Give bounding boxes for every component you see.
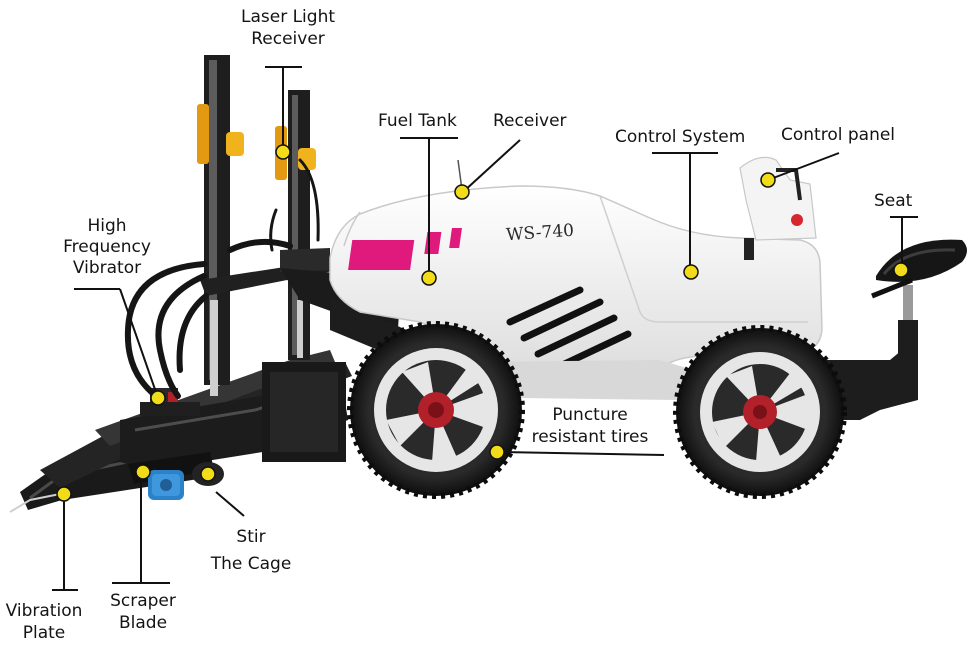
marker-vibration-plate	[56, 486, 72, 502]
label-laser-light-receiver: Laser Light Receiver	[240, 7, 336, 49]
marker-tires	[489, 444, 505, 460]
blue-motor	[148, 470, 184, 500]
marker-stir-cage	[200, 466, 216, 482]
label-fuel-tank: Fuel Tank	[378, 111, 457, 131]
label-seat: Seat	[874, 191, 913, 211]
label-control-system: Control System	[615, 127, 746, 147]
front-tire	[347, 321, 525, 499]
marker-receiver	[454, 184, 470, 200]
label-vibration-plate: Vibration Plate	[5, 601, 83, 643]
control-panel	[739, 156, 817, 260]
marker-scraper-blade	[135, 464, 151, 480]
leader-lines	[52, 66, 918, 591]
model-label: WS-740	[505, 221, 574, 246]
rear-frame	[820, 285, 918, 420]
marker-seat	[893, 262, 909, 278]
label-high-frequency-vibrator: High Frequency Vibrator	[63, 216, 151, 278]
label-receiver: Receiver	[493, 111, 567, 131]
seat	[871, 239, 967, 299]
label-stir-the-cage: Stir The Cage	[210, 527, 292, 574]
vents	[506, 286, 632, 372]
marker-control-panel	[760, 172, 776, 188]
marker-laser-receiver	[275, 144, 291, 160]
marker-hf-vibrator	[150, 390, 166, 406]
label-scraper-blade: Scraper Blade	[110, 591, 176, 633]
hydraulic-hoses	[124, 158, 320, 399]
label-puncture-resistant-tires: Puncture resistant tires	[531, 405, 649, 447]
marker-fuel-tank	[421, 270, 437, 286]
callout-markers	[56, 144, 909, 502]
marker-control-system	[683, 264, 699, 280]
label-control-panel: Control panel	[781, 125, 896, 145]
rear-tire	[673, 325, 847, 499]
